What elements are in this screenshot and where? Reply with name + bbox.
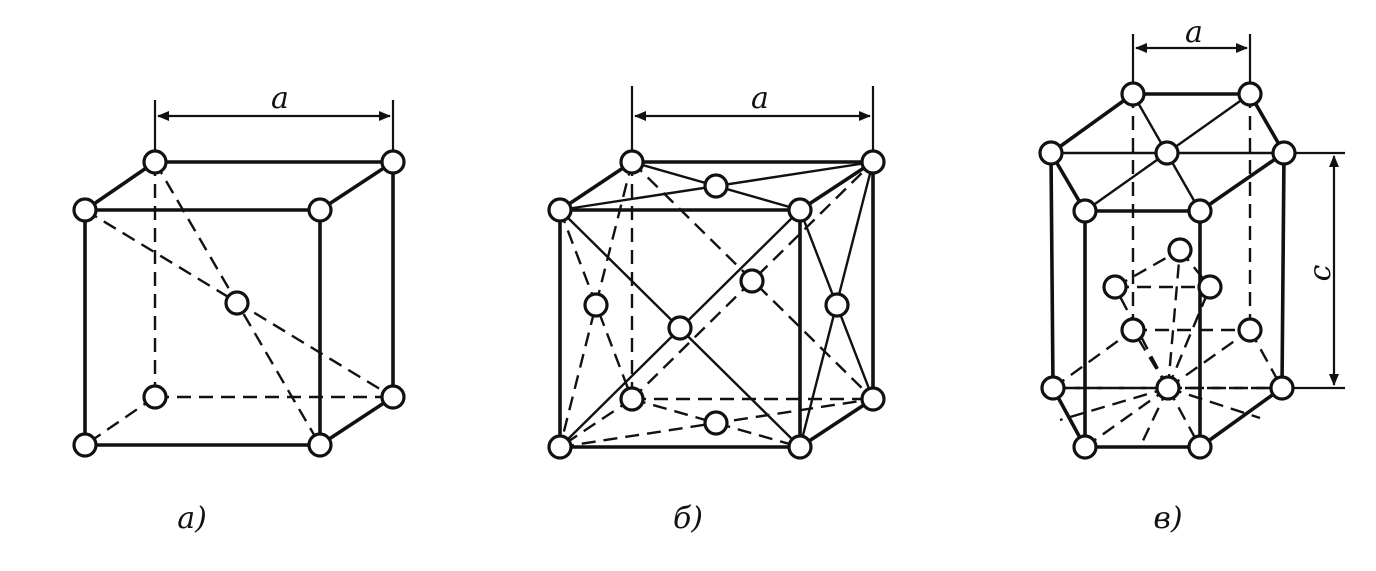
atom: [1120, 317, 1146, 343]
atom: [1237, 81, 1263, 107]
atom: [1072, 434, 1098, 460]
fcc-cell: a: [547, 81, 886, 536]
bcc-edges: [83, 160, 395, 447]
atom: [547, 434, 573, 460]
atom-internal: [1102, 274, 1128, 300]
atom: [1237, 317, 1263, 343]
atom: [1072, 198, 1098, 224]
fcc-dim-label: a: [751, 81, 769, 116]
atom-face: [667, 315, 693, 341]
bcc-atoms: [72, 149, 406, 458]
fcc-atoms: [547, 149, 886, 460]
atom: [619, 386, 645, 412]
atom: [860, 386, 886, 412]
bcc-dim-label: a: [271, 81, 289, 116]
atom: [787, 197, 813, 223]
hcp-dim-label-vertical: c: [1303, 264, 1338, 281]
fcc-caption: б): [673, 501, 703, 536]
atom: [1040, 375, 1066, 401]
hcp-cell: a c: [1038, 15, 1345, 536]
atom-internal: [1197, 274, 1223, 300]
atom-face: [583, 292, 609, 318]
atom: [1187, 198, 1213, 224]
atom-basal-center: [1155, 375, 1181, 401]
atom: [380, 384, 406, 410]
atom: [307, 197, 333, 223]
atom: [547, 197, 573, 223]
atom-internal: [1167, 237, 1193, 263]
atom: [1271, 140, 1297, 166]
atom-face: [824, 292, 850, 318]
atom-face: [703, 173, 729, 199]
atom: [1187, 434, 1213, 460]
atom: [1120, 81, 1146, 107]
hcp-dim-label-horizontal: a: [1185, 15, 1203, 50]
atom: [619, 149, 645, 175]
bcc-cell: a а): [72, 81, 406, 536]
atom: [142, 384, 168, 410]
hcp-caption: в): [1153, 501, 1182, 536]
atom-center: [224, 290, 250, 316]
hcp-atoms: [1038, 81, 1297, 460]
atom-basal-center: [1154, 140, 1180, 166]
atom: [142, 149, 168, 175]
atom: [307, 432, 333, 458]
atom-face: [739, 268, 765, 294]
atom: [72, 197, 98, 223]
atom: [380, 149, 406, 175]
atom-face: [703, 410, 729, 436]
atom: [787, 434, 813, 460]
bcc-caption: а): [177, 501, 207, 536]
atom: [860, 149, 886, 175]
atom: [1269, 375, 1295, 401]
atom: [72, 432, 98, 458]
atom: [1038, 140, 1064, 166]
